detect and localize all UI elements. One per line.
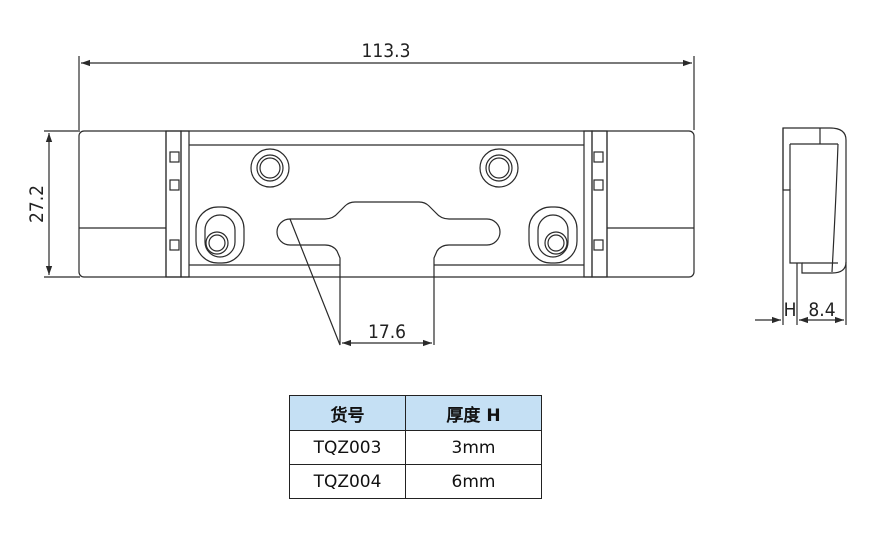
- technical-drawing: 113.3 27.2 17.6 H 8.4: [26, 40, 847, 347]
- dimension-height: 27.2: [26, 185, 48, 223]
- spec-table: 货号 厚度 H TQZ003 3mm TQZ004 6mm: [289, 395, 542, 499]
- table-row: TQZ004 6mm: [289, 464, 542, 499]
- dimension-thickness-h: H: [784, 299, 797, 321]
- dimension-slot-width: 17.6: [368, 321, 406, 343]
- side-view: [755, 127, 847, 325]
- cell-thickness: 3mm: [405, 430, 542, 465]
- dimension-overall-length: 113.3: [362, 40, 411, 62]
- cell-thickness: 6mm: [405, 464, 542, 499]
- header-thickness: 厚度 H: [405, 395, 542, 431]
- header-item-number: 货号: [289, 395, 406, 431]
- cell-item-number: TQZ003: [289, 430, 406, 465]
- dimension-side-depth: 8.4: [808, 299, 835, 321]
- front-view: [78, 130, 695, 346]
- cell-item-number: TQZ004: [289, 464, 406, 499]
- table-row: TQZ003 3mm: [289, 430, 542, 465]
- table-header-row: 货号 厚度 H: [289, 395, 542, 431]
